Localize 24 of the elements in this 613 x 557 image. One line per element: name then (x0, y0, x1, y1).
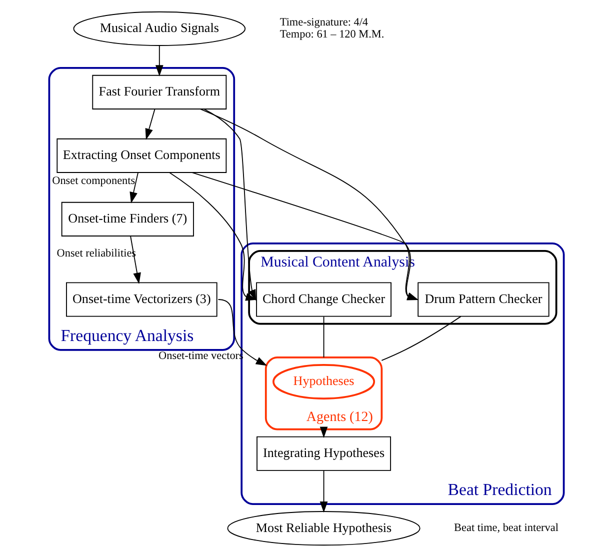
node-box: Fast Fourier Transform (92, 74, 227, 110)
node-box: Chord Change Checker (256, 282, 392, 317)
arrow (145, 108, 156, 140)
arrow (155, 45, 164, 76)
node-label: Tempo: 61 – 120 M.M. (280, 28, 384, 41)
node-box: Onset-time Vectorizers (3) (66, 282, 218, 317)
node-box: Drum Pattern Checker (418, 282, 550, 317)
arrow (320, 470, 328, 513)
connector (323, 316, 324, 358)
node-ellipse: Musical Audio Signals (73, 11, 246, 46)
node-box: Integrating Hypotheses (256, 436, 392, 471)
node-box: Onset-time Finders (7) (61, 202, 194, 236)
edge-label: Onset components (52, 175, 136, 188)
arrow (204, 108, 256, 301)
node-ellipse: Most Reliable Hypothesis (227, 511, 420, 546)
node-ellipse: Hypotheses (272, 364, 376, 400)
arrow (130, 236, 141, 284)
arrow (130, 172, 138, 204)
arrow (218, 299, 268, 366)
node-label: Time-signature: 4/4 (280, 16, 368, 29)
arrow (169, 172, 257, 301)
node-box: Extracting Onset Components (56, 138, 227, 173)
node-label: Beat time, beat interval (454, 522, 558, 534)
connector (381, 316, 462, 361)
